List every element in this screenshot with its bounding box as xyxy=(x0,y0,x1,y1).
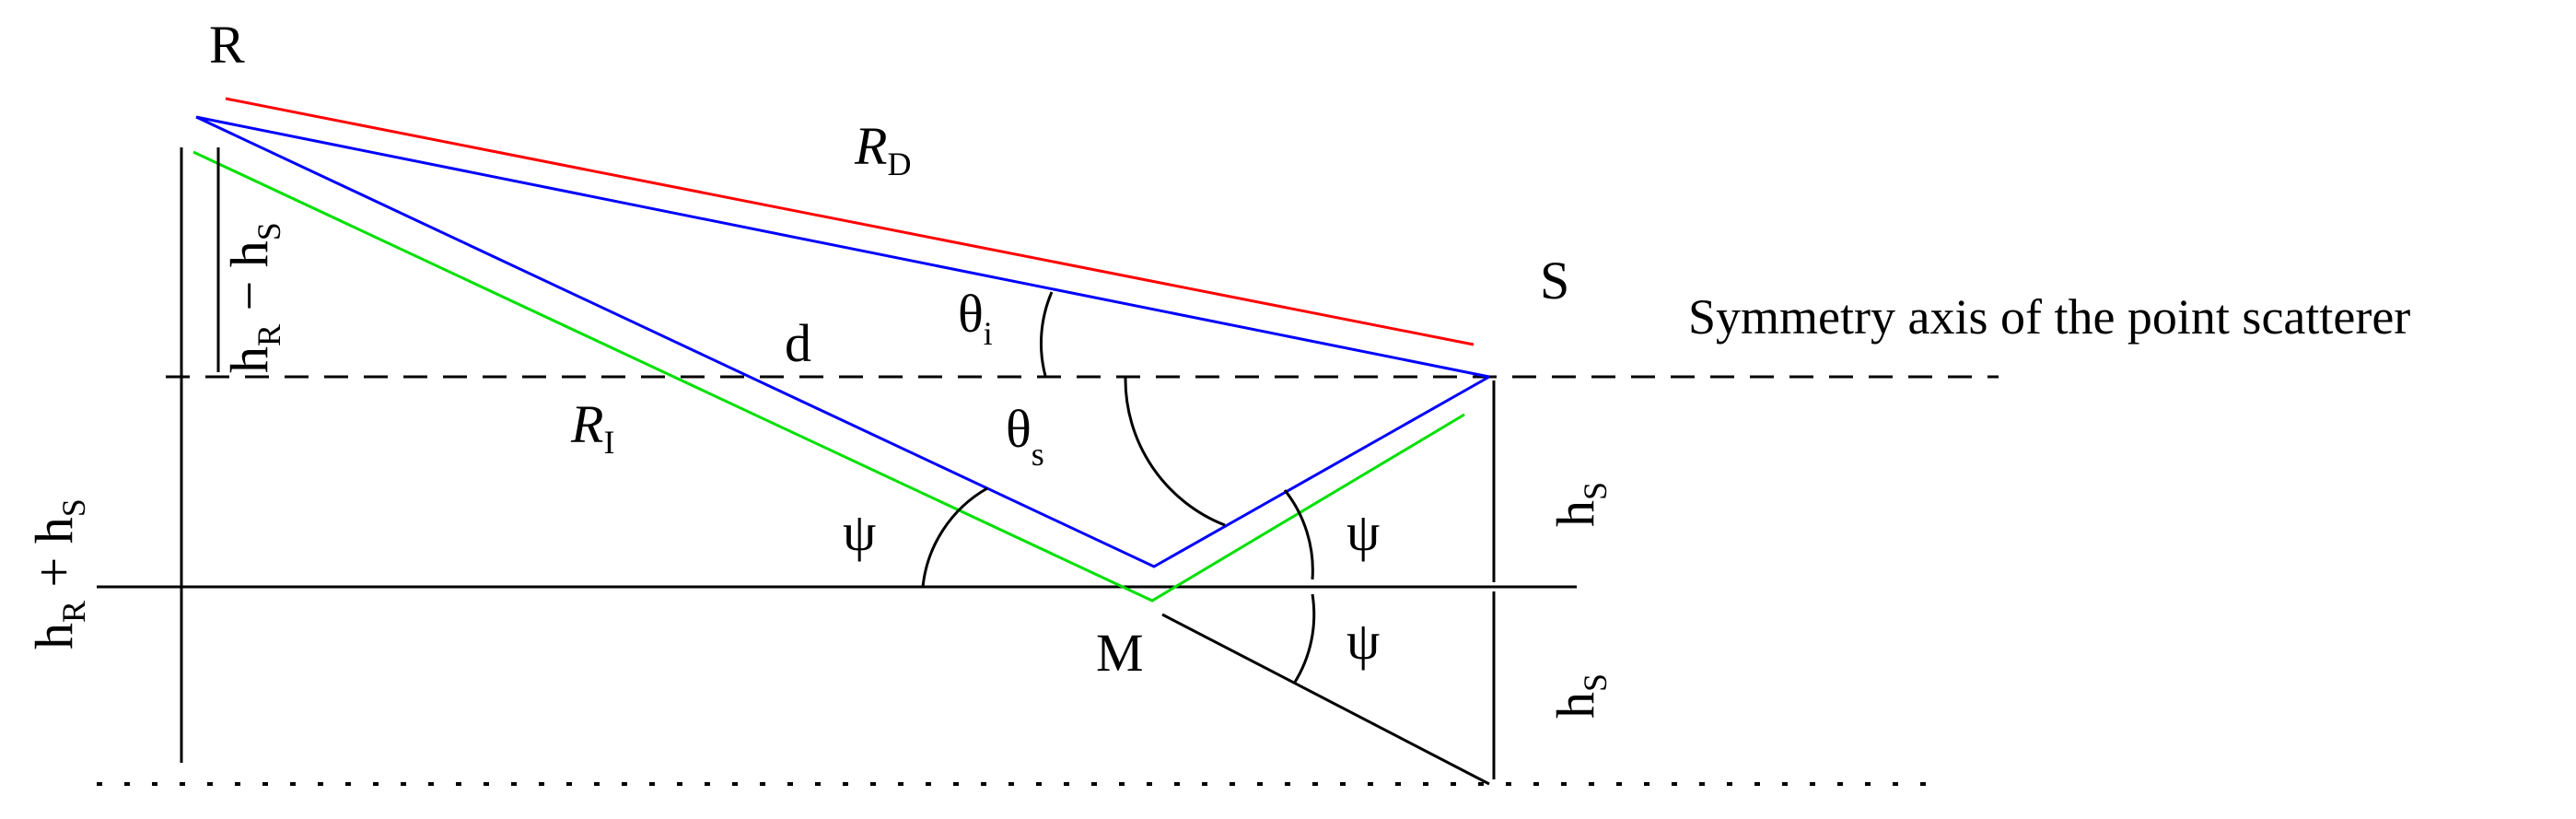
psi-right-arc xyxy=(1283,489,1314,580)
theta-s-main: θ xyxy=(1006,399,1032,459)
h-sum-a: h xyxy=(24,623,84,649)
indirect-path-label: RI xyxy=(570,394,614,461)
scattered-path-ray xyxy=(195,115,1490,568)
direct-path-sub: D xyxy=(887,146,911,182)
direct-path-label: RD xyxy=(854,116,911,182)
source-label: S xyxy=(1540,251,1569,310)
h-s-upper-main: h xyxy=(1545,500,1605,527)
reflected-path-ray xyxy=(192,150,1465,603)
h-s-lower-label: hS xyxy=(1545,673,1614,719)
image-ray xyxy=(1161,613,1490,786)
symmetry-axis-label: Symmetry axis of the point scatterer xyxy=(1688,289,2410,345)
h-diff-b-sub: S xyxy=(251,222,287,240)
psi-left-label: ψ xyxy=(843,502,876,562)
indirect-path-sub: I xyxy=(603,424,614,461)
theta-s-label: θs xyxy=(1006,399,1044,473)
direct-path-main: R xyxy=(854,116,887,176)
theta-i-sub: i xyxy=(984,315,993,352)
h-sum-label: hR + hS xyxy=(24,498,92,649)
psi-lower-label: ψ xyxy=(1346,611,1380,671)
receiver-label: R xyxy=(209,15,245,75)
mirror-label: M xyxy=(1096,623,1144,683)
h-sum-op: + h xyxy=(24,517,84,601)
h-sum-b-sub: S xyxy=(55,498,92,517)
h-diff-a-sub: R xyxy=(251,324,287,346)
h-s-upper-label: hS xyxy=(1545,482,1614,527)
h-s-upper-sub: S xyxy=(1577,482,1614,500)
psi-left-arc xyxy=(921,486,988,588)
h-diff-label: hR − hS xyxy=(219,222,287,373)
h-diff-a: h xyxy=(219,346,279,373)
h-s-lower-sub: S xyxy=(1577,673,1614,692)
indirect-path-main: R xyxy=(570,394,603,454)
scattered-direct-ray xyxy=(195,115,1490,379)
direct-path-ray xyxy=(225,97,1474,346)
theta-s-sub: s xyxy=(1032,436,1044,473)
psi-lower-arc xyxy=(1292,593,1316,684)
psi-right-label: ψ xyxy=(1346,502,1380,562)
theta-i-arc xyxy=(1039,291,1054,377)
h-sum-a-sub: R xyxy=(55,601,92,623)
theta-s-arc xyxy=(1124,377,1226,527)
h-diff-op: − h xyxy=(219,240,279,324)
theta-i-label: θi xyxy=(958,284,993,352)
theta-i-main: θ xyxy=(958,284,984,344)
h-s-lower-main: h xyxy=(1545,692,1605,719)
distance-label: d xyxy=(785,313,811,373)
